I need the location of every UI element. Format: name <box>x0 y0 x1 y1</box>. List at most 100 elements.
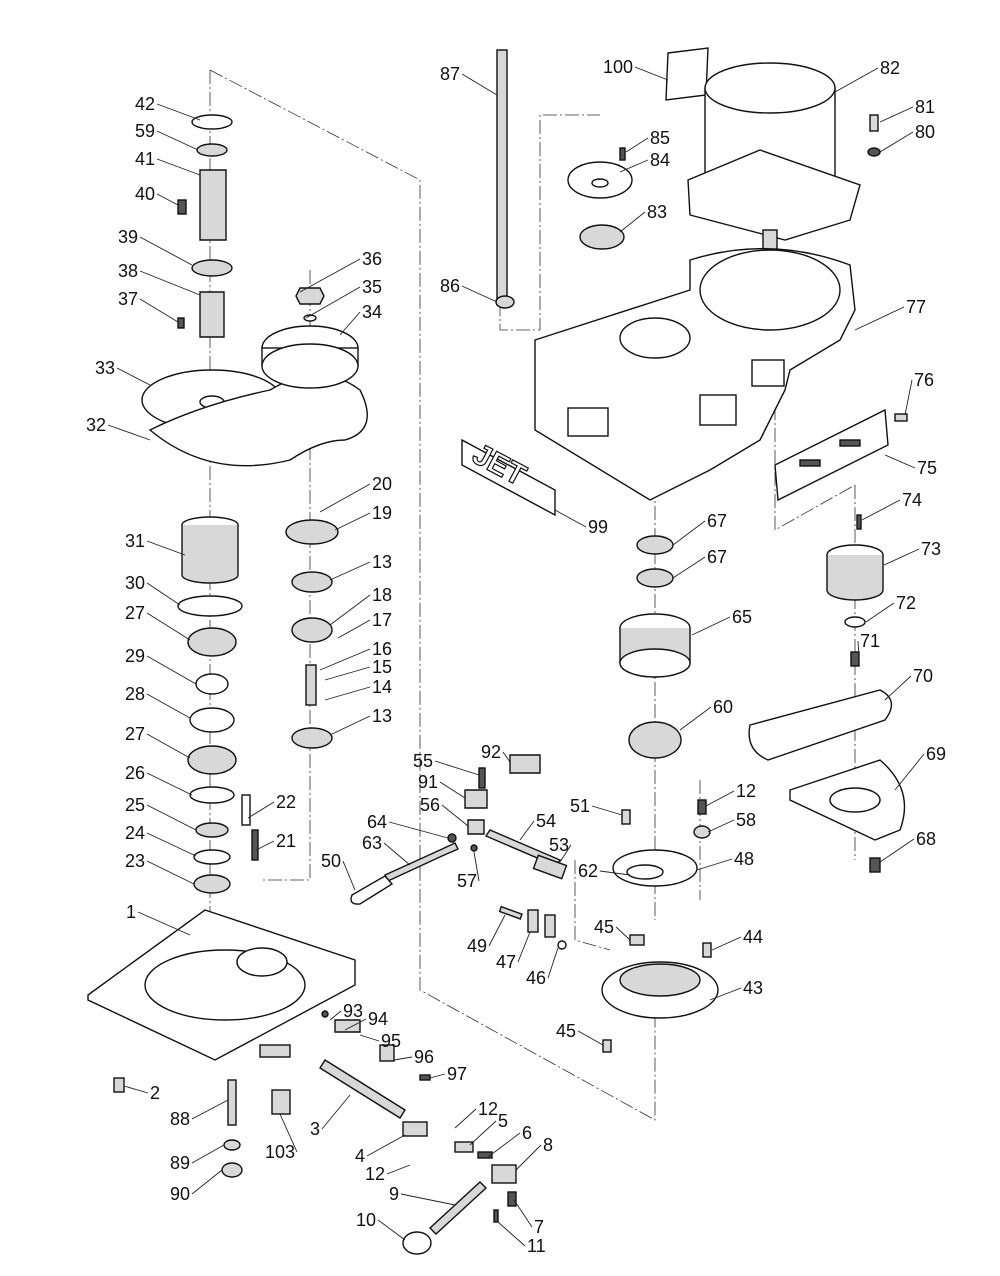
leader-line-85 <box>625 137 649 153</box>
callout-83: 83 <box>647 202 667 222</box>
callout-37: 37 <box>118 289 138 309</box>
leader-line-73 <box>883 548 920 566</box>
callout-28: 28 <box>125 684 145 704</box>
callout-88: 88 <box>170 1109 190 1129</box>
leader-line-45 <box>615 926 631 941</box>
leader-line-75 <box>884 454 916 469</box>
leader-line-46 <box>547 947 559 979</box>
callout-58: 58 <box>736 810 756 830</box>
callout-72: 72 <box>896 593 916 613</box>
belt-70 <box>748 689 893 761</box>
screw-68 <box>869 857 881 873</box>
leader-line-69 <box>894 753 925 791</box>
draw-bar-87 <box>496 49 508 306</box>
callout-51: 51 <box>570 796 590 816</box>
block-8 <box>491 1164 517 1184</box>
screw-12r <box>697 799 707 815</box>
callout-84: 84 <box>650 150 670 170</box>
callout-54: 54 <box>536 811 556 831</box>
callout-90: 90 <box>170 1184 190 1204</box>
leader-line-1 <box>137 911 191 936</box>
leader-line-100 <box>634 66 669 81</box>
leader-line-34 <box>339 311 361 336</box>
leader-line-43 <box>709 987 742 1001</box>
leader-line-96 <box>393 1056 413 1061</box>
leader-line-55 <box>434 760 480 776</box>
pin-11 <box>493 1209 499 1223</box>
callout-24: 24 <box>125 823 145 843</box>
callout-46: 46 <box>526 968 546 988</box>
callout-44: 44 <box>743 927 763 947</box>
leader-line-94 <box>344 1018 367 1031</box>
leader-line-29 <box>146 655 197 685</box>
callout-17: 17 <box>372 610 392 630</box>
callout-34: 34 <box>362 302 382 322</box>
leader-line-41 <box>156 158 201 176</box>
leader-line-71 <box>857 640 860 659</box>
callout-33: 33 <box>95 358 115 378</box>
leader-line-68 <box>879 838 915 863</box>
callout-32: 32 <box>86 415 106 435</box>
parts-left <box>87 114 406 1178</box>
washer-80 <box>867 147 881 157</box>
stud-88 <box>227 1079 237 1126</box>
callout-99: 99 <box>588 517 608 537</box>
leader-line-6 <box>487 1132 521 1158</box>
callout-45: 45 <box>594 917 614 937</box>
bearing-83 <box>579 224 625 250</box>
callout-21: 21 <box>276 831 296 851</box>
callout-56: 56 <box>420 795 440 815</box>
leader-line-83 <box>619 211 646 233</box>
bracket-94 <box>334 1019 361 1033</box>
callout-81: 81 <box>915 97 935 117</box>
callout-23: 23 <box>125 851 145 871</box>
callout-38: 38 <box>118 261 138 281</box>
parts-middle <box>350 754 631 950</box>
callout-57: 57 <box>457 871 477 891</box>
plunger-5 <box>454 1141 474 1153</box>
leader-line-51 <box>591 805 623 816</box>
leader-line-16 <box>319 648 371 671</box>
leader-line-99 <box>554 509 587 528</box>
callout-93: 93 <box>343 1001 363 1021</box>
callout-27: 27 <box>125 603 145 623</box>
leader-line-64 <box>388 821 449 839</box>
leader-line-87 <box>461 73 498 96</box>
lever-63 <box>384 842 459 882</box>
callout-82: 82 <box>880 58 900 78</box>
callout-8: 8 <box>543 1135 553 1155</box>
leader-line-74 <box>861 499 901 521</box>
sleeve-53 <box>532 854 568 880</box>
callout-7: 7 <box>534 1217 544 1237</box>
pin-49 <box>498 905 523 920</box>
leader-line-95 <box>359 1034 380 1042</box>
jet-logo-badge-99: JET <box>461 437 556 517</box>
leader-line-86 <box>461 285 498 303</box>
spindle-sleeve-41 <box>199 169 227 241</box>
callout-13: 13 <box>372 552 392 572</box>
cam-62 <box>626 864 664 880</box>
leader-line-25 <box>146 804 197 831</box>
leader-line-82 <box>834 67 879 93</box>
callout-14: 14 <box>372 677 392 697</box>
washer-30 <box>177 595 243 617</box>
leader-line-13 <box>329 561 371 581</box>
callout-50: 50 <box>321 851 341 871</box>
callout-96: 96 <box>414 1047 434 1067</box>
leader-line-60 <box>679 706 712 731</box>
leader-line-62 <box>599 870 631 876</box>
pin-74 <box>856 514 862 530</box>
leader-line-21 <box>255 840 275 851</box>
nut-67a <box>636 535 674 555</box>
leader-line-77 <box>854 306 905 331</box>
leader-line-27 <box>146 733 191 759</box>
callout-41: 41 <box>135 149 155 169</box>
leader-line-56 <box>441 804 469 827</box>
label-100 <box>665 47 709 101</box>
callout-15: 15 <box>372 657 392 677</box>
leader-line-44 <box>711 936 742 951</box>
spacer-58 <box>693 825 711 839</box>
leader-line-50 <box>342 860 356 891</box>
bearing-60 <box>628 721 682 759</box>
parts-bottom <box>321 1010 517 1255</box>
